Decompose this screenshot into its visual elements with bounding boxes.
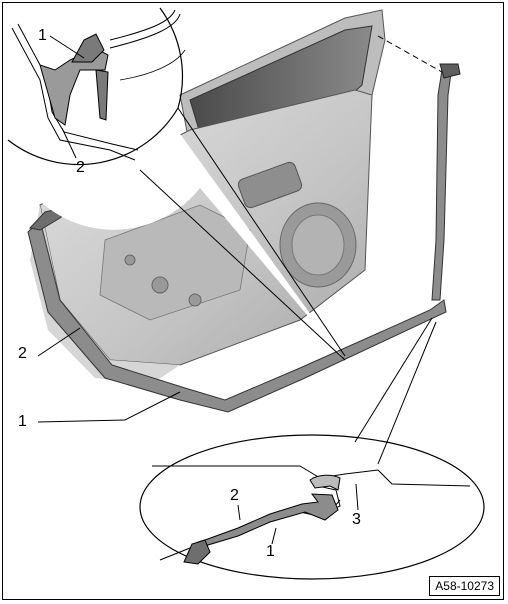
callout-top-2: 2 <box>76 159 85 176</box>
leader-bottom-3 <box>355 483 359 511</box>
callout-left-2: 2 <box>18 345 27 362</box>
detail-pointer-line <box>177 107 346 357</box>
window-motor <box>237 161 303 209</box>
figure-reference-code: A58-10273 <box>429 576 500 596</box>
detail-view-bottom <box>139 317 485 580</box>
alignment-dashed-line <box>377 35 443 73</box>
leader-top-2 <box>61 127 77 159</box>
callout-bottom-1: 1 <box>266 543 275 560</box>
leader-left-2 <box>37 327 81 357</box>
leader-left-1-h <box>37 419 126 423</box>
callout-bottom-2: 2 <box>230 487 239 504</box>
callout-bottom-3: 3 <box>352 511 361 528</box>
leader-bottom-1 <box>271 527 277 545</box>
seal-end-clip <box>439 63 461 79</box>
leader-left-1 <box>124 391 181 421</box>
door-body <box>30 9 386 385</box>
callout-top-1: 1 <box>38 27 47 44</box>
leader-top-1 <box>49 35 85 59</box>
callout-left-1: 1 <box>18 413 27 430</box>
detail-view-top <box>7 7 346 361</box>
leader-bottom-2 <box>237 504 241 521</box>
